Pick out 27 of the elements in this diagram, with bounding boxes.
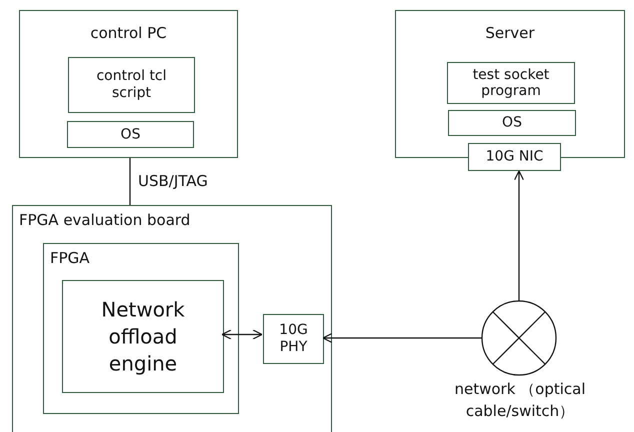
box-label: Network offload engine [100,296,186,377]
box-label: 10G NIC [484,148,544,166]
board-box [12,205,332,432]
connector-line [129,158,131,205]
arrow [322,332,482,344]
box-label: OS [501,114,523,132]
process-box [448,110,576,136]
box-label: 10G PHY [278,322,309,356]
node-label: network （optical cable/switch） [453,379,587,422]
box-title: FPGA [50,250,90,267]
box-title: Server [484,25,536,42]
edge-label: USB/JTAG [138,172,208,190]
chip-box [43,243,239,414]
process-box [447,62,575,104]
process-box [68,57,195,113]
process-box [263,314,324,364]
process-box [468,143,561,171]
arrow [514,170,524,301]
box-title: FPGA evaluation board [19,212,190,229]
box-label: test socket program [472,67,550,99]
process-box [67,121,194,148]
box-label: control tcl script [95,68,168,102]
computer-box [19,10,238,158]
box-label: OS [120,126,142,143]
arrow [221,329,263,340]
box-title: control PC [89,25,168,42]
process-box [62,280,224,393]
